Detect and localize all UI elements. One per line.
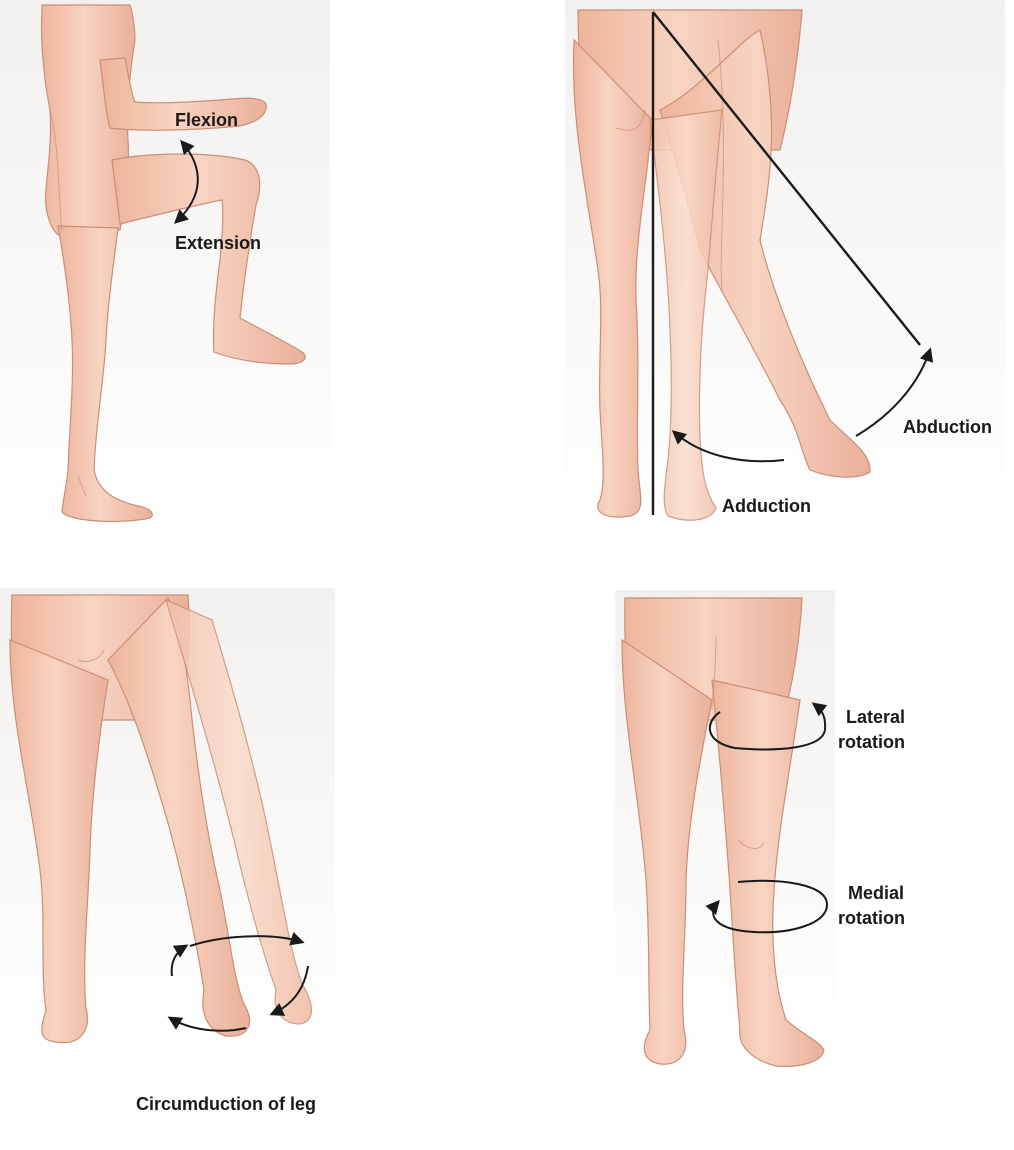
label-adduction: Adduction: [722, 496, 811, 516]
panel-circumduction: Circumduction of leg: [0, 588, 335, 1114]
label-lateral: Lateral: [846, 707, 905, 727]
panel-abduction-adduction: Abduction Adduction: [565, 0, 1005, 540]
label-abduction: Abduction: [903, 417, 992, 437]
label-medial: Medial: [848, 883, 904, 903]
panel-flexion-extension: Flexion Extension: [0, 0, 330, 540]
label-extension: Extension: [175, 233, 261, 253]
label-lateral-rotation: rotation: [838, 732, 905, 752]
label-flexion: Flexion: [175, 110, 238, 130]
label-circumduction: Circumduction of leg: [136, 1094, 316, 1114]
panel-rotation: Lateral rotation Medial rotation: [615, 590, 905, 1066]
label-medial-rotation: rotation: [838, 908, 905, 928]
